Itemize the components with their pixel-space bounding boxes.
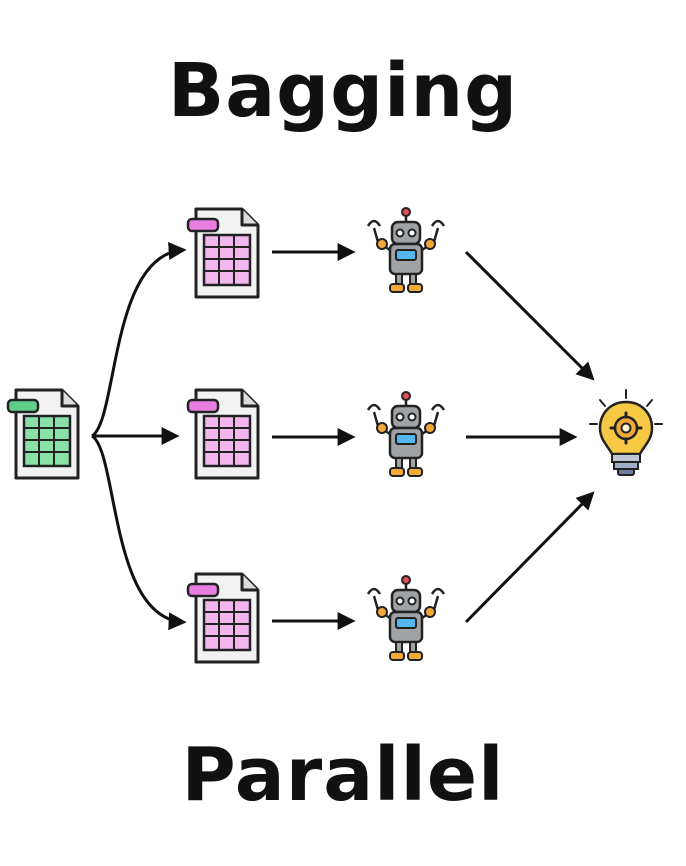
diagram-subtitle: Parallel bbox=[181, 732, 505, 818]
arrow-to-sample-1 bbox=[91, 242, 187, 438]
robot-icon bbox=[366, 574, 446, 662]
spreadsheet-icon bbox=[186, 572, 260, 664]
robot-icon bbox=[366, 206, 446, 294]
arrow-to-output-3 bbox=[464, 491, 595, 624]
lightbulb-gear-icon bbox=[589, 389, 663, 476]
arrow-to-sample-3 bbox=[91, 434, 187, 631]
spreadsheet-icon bbox=[186, 207, 260, 299]
robot-icon bbox=[366, 390, 446, 478]
arrow-to-output-1 bbox=[464, 250, 595, 381]
spreadsheet-icon bbox=[186, 388, 260, 480]
diagram-title: Bagging bbox=[167, 48, 519, 134]
spreadsheet-icon bbox=[6, 388, 80, 480]
